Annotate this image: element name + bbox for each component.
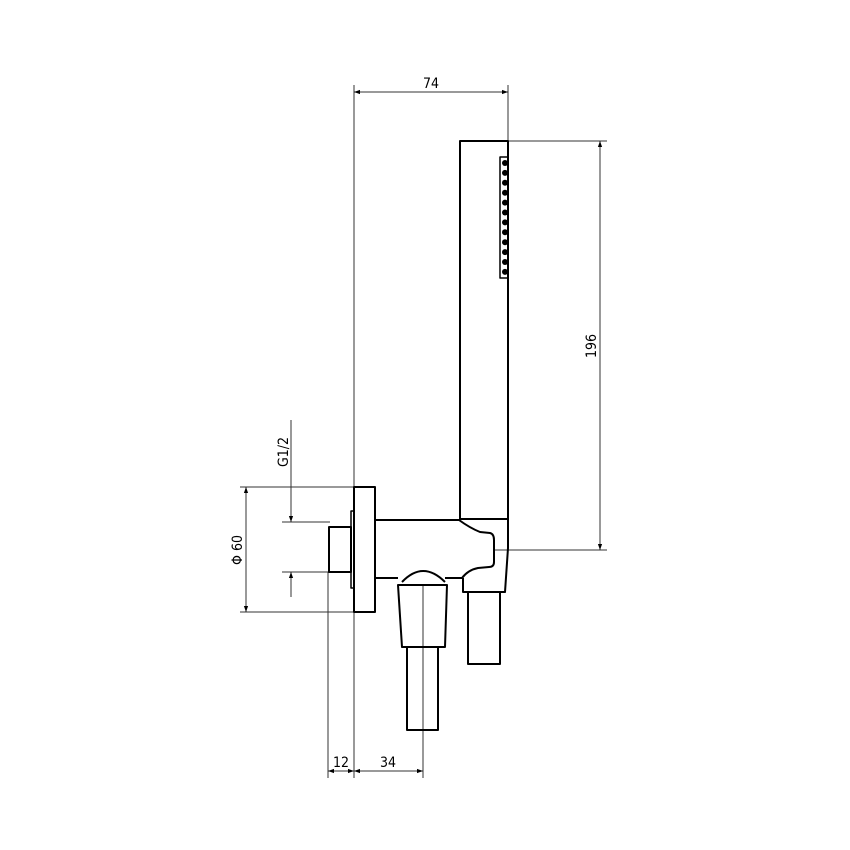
extension-lines [240, 85, 607, 778]
nozzle-dot [502, 249, 508, 256]
nozzle-dot [502, 199, 508, 206]
nozzle-dot [502, 219, 508, 226]
nozzle-dot [502, 268, 508, 275]
dimension-label-12: 12 [333, 755, 349, 771]
holder-body [375, 519, 509, 665]
dimension-diameter-60: Φ 60 [230, 487, 249, 612]
nozzle-dot [502, 209, 508, 216]
dimension-label-thread: G1/2 [276, 437, 292, 467]
wall-flange [328, 486, 376, 613]
nozzle-dot [502, 169, 508, 176]
nozzle-dot [502, 239, 508, 246]
dimension-label-74: 74 [423, 76, 439, 92]
dimension-label-diameter: Φ 60 [230, 535, 246, 565]
nozzle-dot [502, 160, 508, 166]
dimension-34: 34 [354, 755, 423, 774]
dimension-12: 12 [328, 755, 354, 774]
nozzle-dot [502, 179, 508, 186]
hand-shower [459, 140, 509, 520]
nozzle-dot [502, 259, 508, 265]
nozzle-dots [502, 160, 508, 275]
dimension-label-34: 34 [380, 755, 396, 771]
hose-outlet [397, 570, 448, 731]
dimension-74: 74 [354, 76, 508, 95]
dimension-196: 196 [584, 141, 603, 550]
dimension-thread: G1/2 [276, 420, 294, 597]
nozzle-dot [502, 189, 508, 196]
nozzle-dot [502, 229, 508, 236]
dimension-label-196: 196 [584, 334, 600, 358]
